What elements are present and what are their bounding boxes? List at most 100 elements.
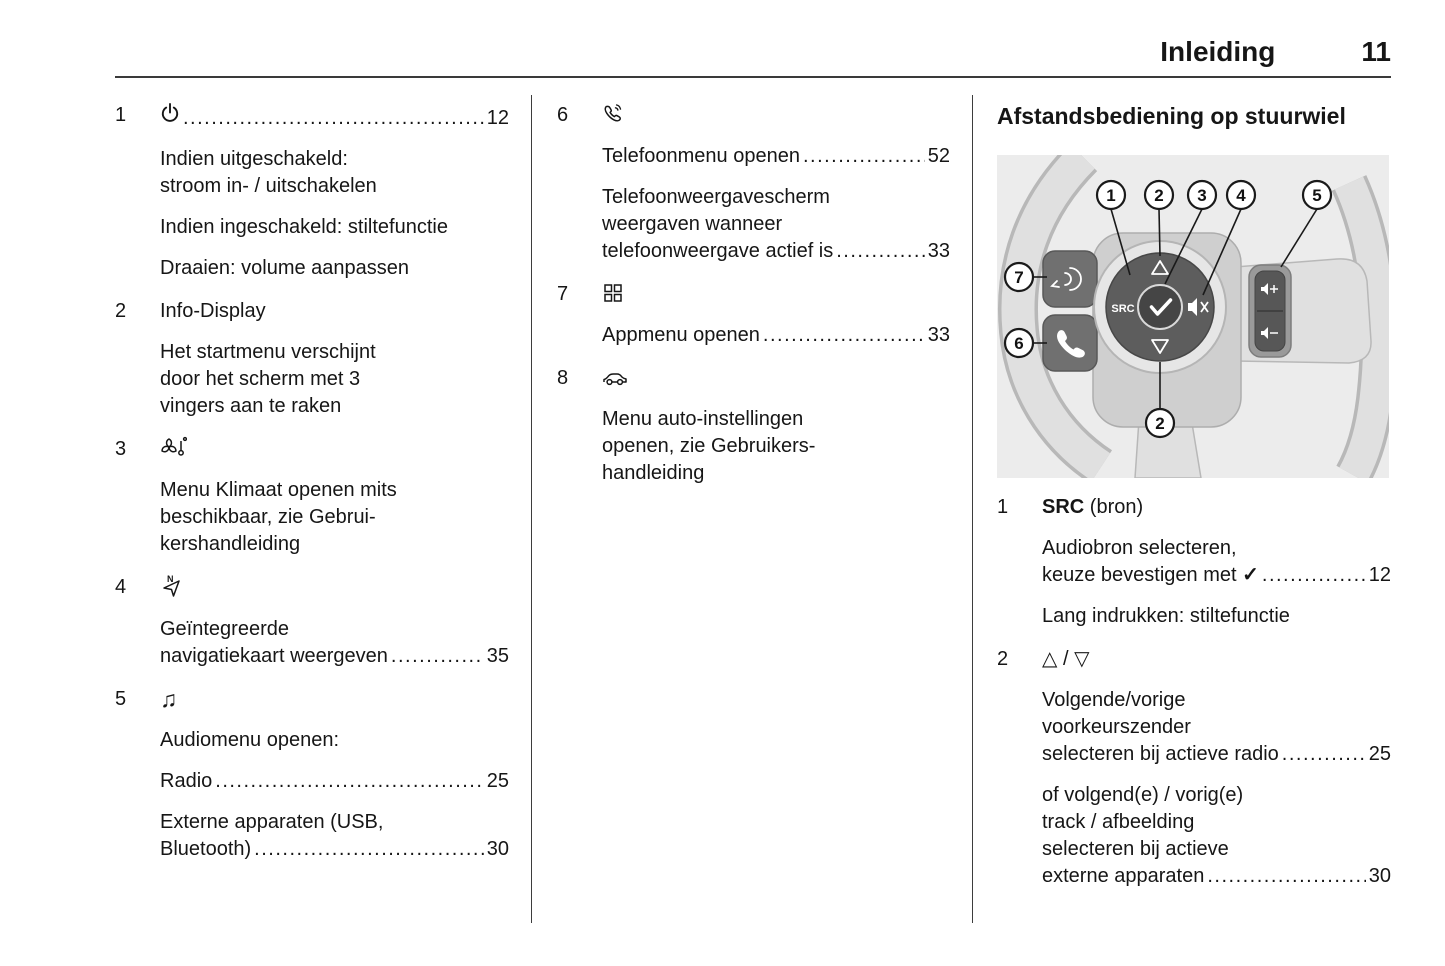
item-description: Indien uitgeschakeld: stroom in- / uitsc… [160,148,377,197]
callout-4 [1225,179,1257,211]
list-item-5: 5 ♫ Audiomenu openen: Radio ............… [115,686,509,863]
item-number: 1 [997,496,1009,518]
voice-icon [1050,267,1082,291]
column-2: 6 Telefoonmenu openen ..................… [557,95,950,487]
item-title: Info-Display [160,300,266,322]
item-description: Het startmenu verschijnt door het scherm… [160,341,376,417]
dotted-leader: ........................................… [762,324,925,346]
callout-7 [1003,261,1035,293]
toc-line: Bluetooth) .............................… [160,836,509,863]
callout-1 [1095,179,1127,211]
item-description: Indien ingeschakeld: stiltefunctie [160,216,448,238]
page-ref: 52 [927,145,950,167]
item-description: of volgend(e) / vorig(e) track / afbeeld… [1042,782,1391,890]
list-item-4: 4 N Geïntegreerde navigatiekaart weergev… [115,574,509,670]
music-icon: ♫ [160,686,178,712]
item-description: Menu Klimaat openen mits beschikbaar, zi… [160,479,397,555]
toc-line: ........................................… [160,102,509,132]
item-title: △ / ▽ [1042,648,1090,670]
item-description: Audiobron selecteren, keuze bevestigen m… [1042,535,1391,589]
item-number: 3 [115,438,127,460]
checkmark-icon [1149,298,1173,316]
callout-2-label: 2 [1154,186,1163,205]
item-description: Geïntegreerde navigatiekaart weergeven .… [160,616,509,670]
callout-5 [1301,179,1333,211]
volume-down-icon [1261,327,1268,339]
item-title: SRC (bron) [1042,496,1144,518]
triangle-up-icon: △ [1042,648,1058,670]
phone-button-icon [1057,330,1085,358]
toc-line: keuze bevestigen met ✓ .................… [1042,562,1391,589]
callout-4-label: 4 [1236,186,1246,205]
dotted-leader: ........................................… [1281,743,1366,765]
phone-icon [602,103,624,125]
callout-2-bottom-label: 2 [1155,414,1164,433]
voice-button [1042,250,1098,308]
toc-line: Radio ..................................… [160,768,509,795]
checkmark-glyph: ✓ [1242,564,1259,586]
callout-3-label: 3 [1197,186,1206,205]
callout-lines [1033,208,1318,409]
page-ref: 25 [486,770,509,792]
item-description: Volgende/vorige voorkeurszender selecter… [1042,687,1391,768]
list-item-1: 1 ......................................… [115,102,509,282]
item-number: 7 [557,283,569,305]
dotted-leader: ........................................… [215,770,484,792]
item-description: Appmenu openen .........................… [602,322,950,349]
page-number: 11 [1361,36,1391,67]
mute-icon [1188,298,1209,316]
dotted-leader: ........................................… [1207,865,1365,887]
volume-up-icon [1261,283,1268,295]
steering-wheel-figure: SRC [997,142,1398,485]
header-rule [115,76,1391,78]
phone-button [1042,314,1098,372]
callout-2-bottom [1144,407,1176,439]
legend-item-1: 1 SRC (bron) Audiobron selecteren, keuze… [997,494,1391,630]
car-icon [602,369,628,388]
item-number: 2 [115,300,127,322]
list-item-8: 8 Menu auto-instellingen openen, zie Geb… [557,365,950,487]
callout-6-label: 6 [1014,334,1023,353]
page-ref: 35 [486,645,509,667]
volume-rocker [1248,264,1292,358]
dotted-leader: ........................................… [802,145,925,167]
column-3: Afstandsbediening op stuurwiel [997,95,1398,890]
item-description: Externe apparaten (USB, Bluetooth) .....… [160,809,509,863]
list-item-6: 6 Telefoonmenu openen ..................… [557,102,950,265]
legend-item-2: 2 △ / ▽ Volgende/vorige voorkeurszender … [997,646,1391,890]
dotted-leader: ........................................… [254,838,484,860]
page-header: Inleiding 11 [115,36,1391,68]
column-divider-2 [972,95,973,923]
item-description: Draaien: volume aanpassen [160,257,410,279]
preset-up-icon [1151,260,1169,275]
src-button-label: SRC [1111,303,1134,315]
callout-1-label: 1 [1106,186,1115,205]
item-description: Lang indrukken: stiltefunctie [1042,605,1290,627]
dotted-leader: ........................................… [183,107,484,129]
list-item-3: 3 Menu Klimaat o [115,436,509,558]
column-divider-1 [531,95,532,923]
nav-icon-letter: N [167,574,174,584]
callout-7-label: 7 [1014,268,1023,287]
item-description: Audiomenu openen: [160,729,340,751]
toc-line: Appmenu openen .........................… [602,322,950,349]
toc-line: navigatiekaart weergeven ...............… [160,643,509,670]
list-item-7: 7 Appmenu openen ...... [557,281,950,349]
callout-2 [1143,179,1175,211]
column-1: 1 ......................................… [115,95,509,863]
page-ref: 12 [1368,564,1391,586]
page-ref: 25 [1368,743,1391,765]
item-number: 4 [115,576,127,598]
callout-3 [1186,179,1218,211]
page-ref: 30 [486,838,509,860]
item-description: Telefoonmenu openen ....................… [602,143,950,170]
page-ref: 30 [1368,865,1391,887]
item-description: Radio ..................................… [160,768,509,795]
toc-line: Telefoonmenu openen ....................… [602,143,950,170]
callout-6 [1003,327,1035,359]
item-description: Telefoonweergavescherm weergaven wanneer… [602,184,950,265]
callout-5-label: 5 [1312,186,1321,205]
navigation-icon: N [160,574,183,598]
page-title: Inleiding [1160,36,1276,67]
item-description: Menu auto-instellingen openen, zie Gebru… [602,408,816,484]
